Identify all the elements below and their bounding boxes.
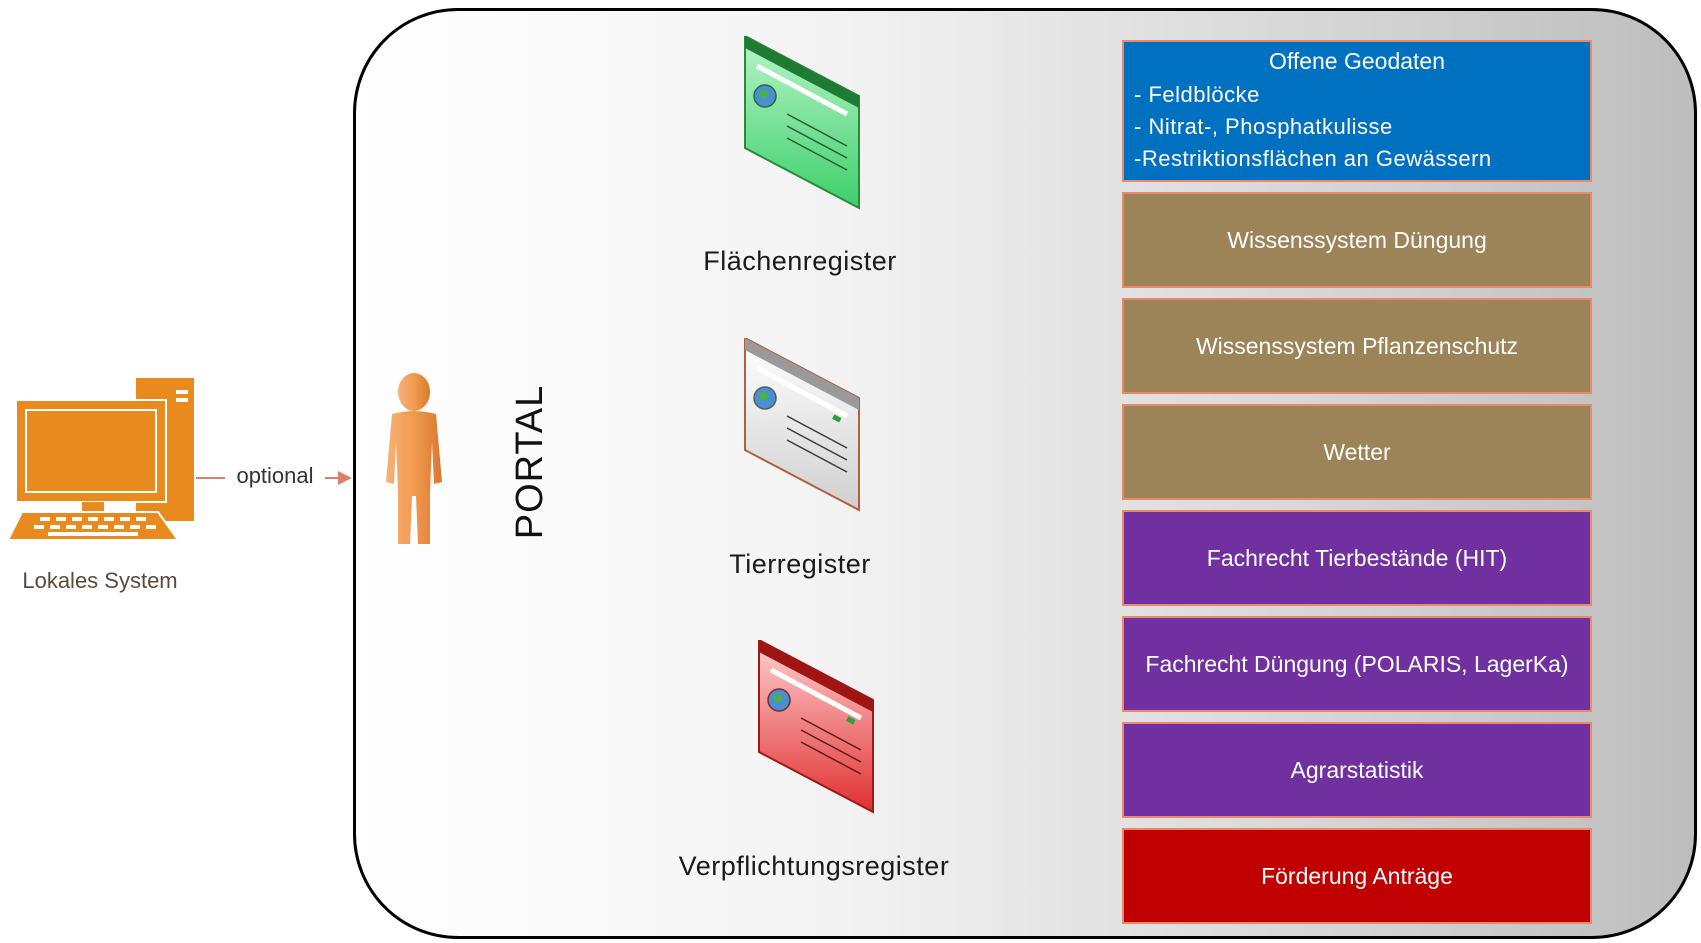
wissenssystem-pflanzenschutz-box: Wissenssystem Pflanzenschutz	[1122, 298, 1592, 394]
fachrecht-tierbestaende-box: Fachrecht Tierbestände (HIT)	[1122, 510, 1592, 606]
offene-geodaten-title: Offene Geodaten	[1268, 48, 1446, 74]
wissenssystem-duengung-box: Wissenssystem Düngung	[1122, 192, 1592, 288]
geodata-item: - Nitrat-, Phosphatkulisse	[1134, 114, 1393, 139]
tierregister-label: Tierregister	[729, 549, 871, 579]
offene-geodaten-box: Offene Geodaten - Feldblöcke - Nitrat-, …	[1122, 40, 1592, 182]
agrarstatistik-box: Agrarstatistik	[1122, 722, 1592, 818]
foerderung-antraege-box: Förderung Anträge	[1122, 828, 1592, 924]
tierregister-icon	[744, 338, 860, 512]
flaechenregister-label: Flächenregister	[703, 246, 897, 276]
wetter-box: Wetter	[1122, 404, 1592, 500]
optional-label: optional	[225, 463, 325, 489]
services-column: Offene Geodaten - Feldblöcke - Nitrat-, …	[1122, 40, 1592, 934]
computer-icon	[8, 378, 194, 541]
verpflichtungsregister-icon	[758, 640, 874, 814]
portal-label: PORTAL	[509, 384, 551, 540]
geodata-item: - Feldblöcke	[1134, 82, 1260, 107]
user-icon	[386, 373, 442, 544]
flaechenregister-icon	[744, 36, 860, 210]
geodata-item: -Restriktionsflächen an Gewässern	[1134, 146, 1492, 171]
local-system-label: Lokales System	[22, 568, 178, 593]
fachrecht-duengung-box: Fachrecht Düngung (POLARIS, LagerKa)	[1122, 616, 1592, 712]
verpflichtungsregister-label: Verpflichtungsregister	[678, 851, 950, 881]
